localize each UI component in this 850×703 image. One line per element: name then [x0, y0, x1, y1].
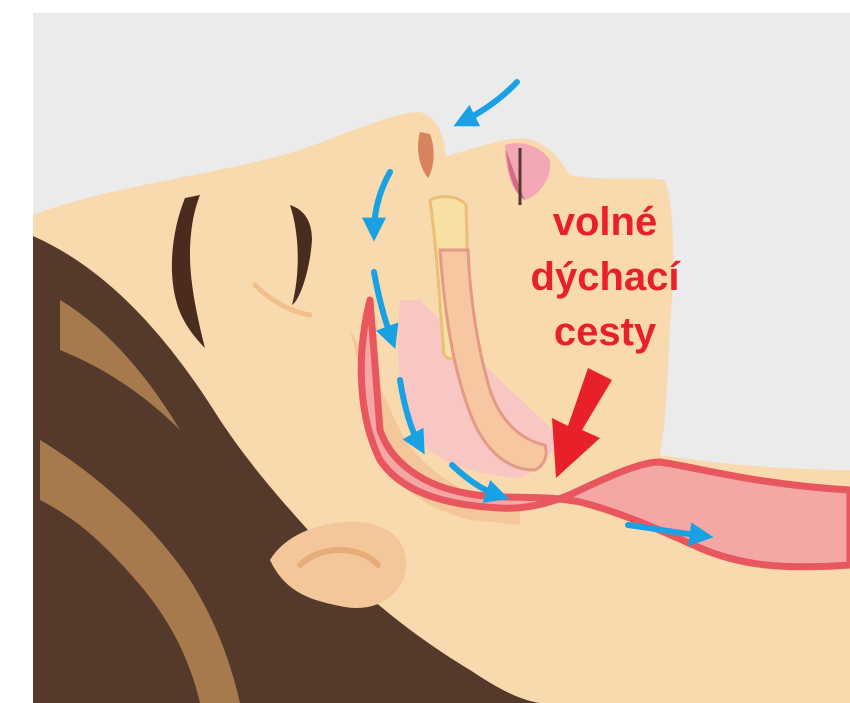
label-line-2: dýchací [531, 255, 682, 299]
label-line-3: cesty [554, 310, 657, 354]
label-line-1: volné [553, 200, 657, 244]
